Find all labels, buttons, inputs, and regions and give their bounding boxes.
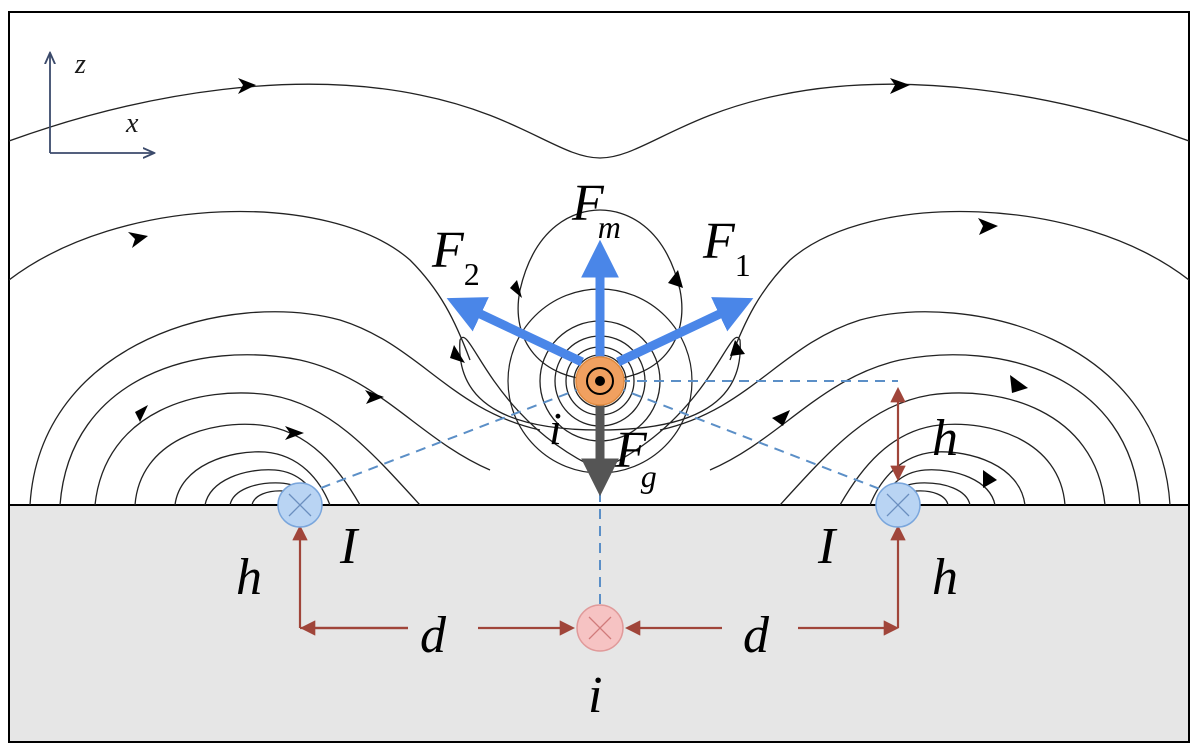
field-line	[134, 423, 361, 505]
right-conductor	[875, 482, 921, 528]
d-right-label: d	[743, 607, 770, 664]
field-arrow	[450, 345, 465, 363]
f2-arrow	[446, 297, 584, 367]
field-arrow	[285, 426, 304, 440]
field-line	[659, 311, 1171, 505]
field-direction-arrows	[128, 78, 1028, 488]
z-axis-label: z	[74, 49, 86, 80]
field-line	[779, 392, 1106, 505]
field-arrow	[890, 78, 910, 94]
field-arrow	[510, 280, 522, 298]
image-current-label: i	[588, 667, 602, 724]
field-line	[59, 354, 491, 505]
h-lower-right-label: h	[932, 549, 958, 606]
field-arrow	[238, 78, 256, 94]
field-line	[9, 210, 471, 361]
field-line	[9, 83, 1189, 159]
field-line	[29, 311, 541, 505]
field-arrow	[1010, 375, 1028, 393]
field-arrow	[978, 218, 998, 235]
x-axis-label: x	[125, 108, 139, 139]
f2-label: F2	[431, 222, 480, 292]
field-line	[839, 423, 1066, 505]
field-arrow	[668, 270, 683, 288]
field-arrow	[772, 410, 790, 426]
out-of-page-symbol-icon	[586, 367, 614, 395]
left-conductor	[277, 482, 323, 528]
d-left-label: d	[420, 607, 447, 664]
into-page-cross-icon	[886, 493, 910, 517]
left-current-label: I	[339, 518, 360, 575]
f1-arrow	[616, 297, 754, 367]
dashed-line-to-left-conductor	[299, 380, 601, 497]
field-arrow	[135, 405, 148, 422]
field-line	[94, 392, 421, 505]
field-line	[729, 210, 1189, 361]
upper-current-label: i	[549, 403, 562, 454]
field-arrow	[128, 232, 148, 248]
h-upper-right-label: h	[932, 410, 958, 467]
image-conductor	[576, 604, 624, 652]
axis-indicator	[50, 54, 153, 153]
fm-label: Fm	[571, 175, 621, 245]
into-page-cross-icon	[588, 616, 612, 640]
f1-label: F1	[702, 213, 751, 283]
field-arrow	[365, 390, 384, 404]
field-line	[869, 451, 1026, 505]
field-arrow	[730, 340, 745, 356]
fg-label: Fg	[614, 422, 657, 494]
h-lower-left-label: h	[236, 549, 262, 606]
upper-conductor	[575, 356, 625, 406]
dimension-arrows	[292, 386, 906, 636]
dashed-line-to-right-conductor	[599, 380, 899, 497]
field-line	[709, 354, 1141, 505]
right-current-label: I	[817, 518, 838, 575]
figure-frame	[8, 11, 1190, 743]
into-page-cross-icon	[288, 493, 312, 517]
force-arrows	[446, 239, 754, 497]
field-arrow	[983, 470, 997, 488]
field-line	[174, 451, 331, 505]
geometry-dashed-lines	[299, 380, 899, 605]
